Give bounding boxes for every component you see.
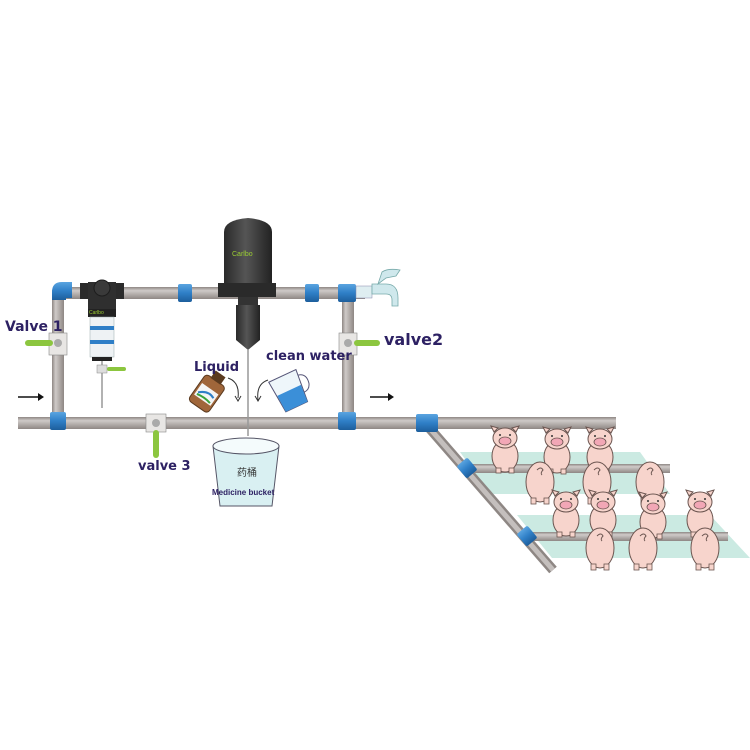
valve-1[interactable] bbox=[25, 332, 68, 356]
clean-water-jug-icon bbox=[268, 368, 310, 413]
medicine-bucket bbox=[212, 437, 280, 507]
valve-3[interactable] bbox=[145, 413, 167, 458]
liquid-bottle-icon bbox=[188, 370, 226, 413]
bucket-english-label: Medicine bucket bbox=[212, 488, 275, 497]
top-pipe bbox=[55, 287, 365, 299]
fittings bbox=[50, 282, 537, 546]
dosing-pump bbox=[218, 218, 276, 436]
branch-pipe-2 bbox=[528, 532, 728, 541]
clean-water-label: clean water bbox=[266, 349, 352, 364]
valve-1-label: Valve 1 bbox=[5, 319, 63, 335]
valve-3-label: valve 3 bbox=[138, 459, 191, 474]
valve-2[interactable] bbox=[338, 332, 380, 356]
liquid-label: Liquid bbox=[194, 360, 240, 375]
bucket-chinese-label: 药桶 bbox=[237, 468, 257, 479]
valve-2-label: valve2 bbox=[384, 330, 444, 349]
main-pipe bbox=[18, 417, 616, 429]
water-pour-arrow bbox=[257, 379, 269, 401]
outlet-arrow bbox=[370, 393, 394, 401]
right-vertical-pipe bbox=[342, 290, 354, 425]
water-filter bbox=[80, 279, 126, 408]
faucet bbox=[355, 268, 401, 307]
liquid-pour-arrow bbox=[227, 377, 239, 399]
left-vertical-pipe bbox=[52, 290, 64, 425]
inlet-arrow bbox=[18, 393, 44, 401]
filter-brand-text: Carlbo bbox=[89, 310, 104, 316]
branch-pipe-1 bbox=[470, 464, 670, 473]
dispenser-brand-text: Carlbo bbox=[232, 251, 253, 258]
